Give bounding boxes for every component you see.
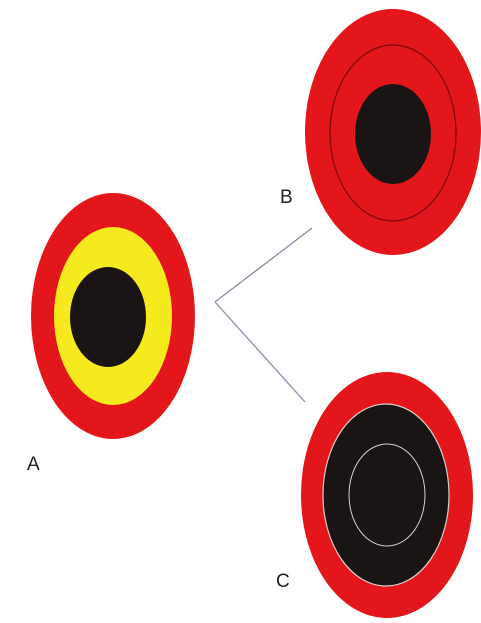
- target-a-black-core: [70, 267, 146, 367]
- target-b: [305, 9, 481, 255]
- target-a: [31, 193, 195, 439]
- target-c-black-core: [323, 404, 449, 586]
- target-b-black-core: [355, 84, 431, 184]
- connector-line-a-to-c: [215, 302, 305, 402]
- target-c: [301, 372, 473, 618]
- label-c: C: [276, 571, 290, 592]
- label-a: A: [27, 454, 40, 475]
- connectors: [215, 228, 312, 402]
- connector-line-a-to-b: [215, 228, 312, 302]
- label-b: B: [280, 187, 293, 208]
